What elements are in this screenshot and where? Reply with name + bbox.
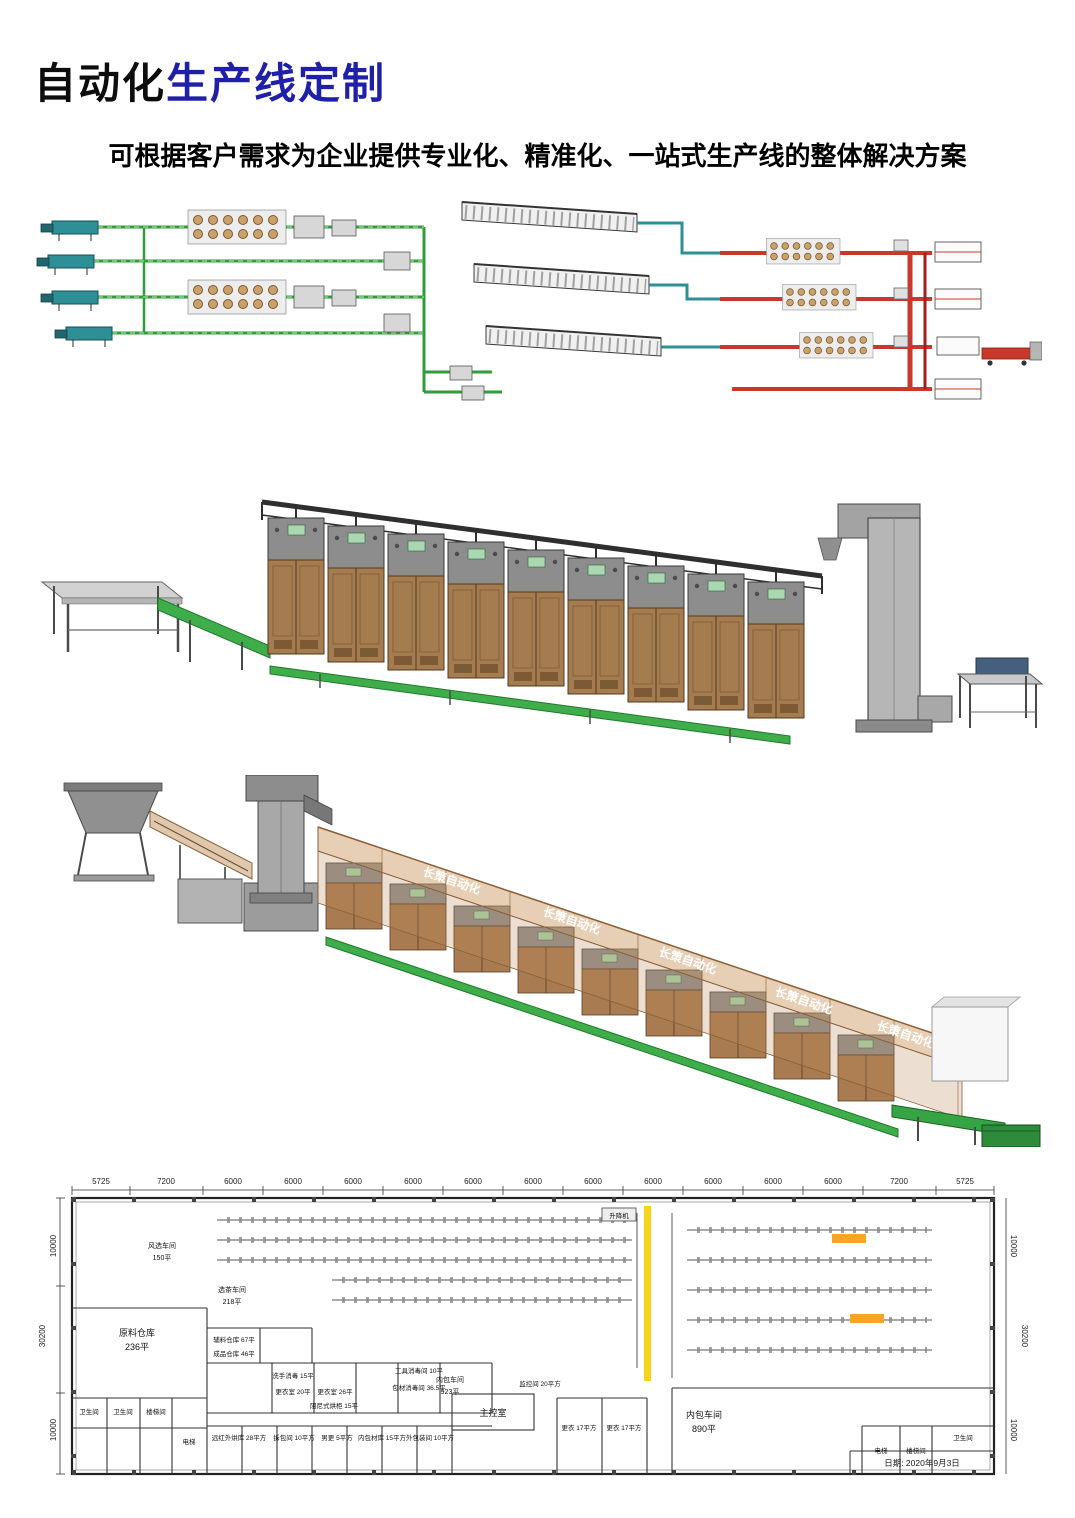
outfeed-conveyor	[981, 341, 1042, 366]
room-label-control: 主控室	[479, 1407, 506, 1418]
room-label-elev-a: 电梯	[183, 1437, 197, 1446]
page-title-black: 自动化	[34, 62, 167, 108]
end-wall	[930, 996, 1022, 1082]
dim-value: 6000	[704, 1177, 722, 1186]
dim-value: 7200	[890, 1177, 908, 1186]
cabinet-line-render	[40, 499, 1044, 745]
mid-machines	[293, 215, 485, 401]
dim-value: 6000	[464, 1177, 482, 1186]
room-labels: 原料仓库 236平 风选车间 150平 选茶车间 218平 辅料仓库 67平 成…	[79, 1211, 973, 1455]
yellow-highlight-bar	[644, 1206, 651, 1381]
dim-value: 6000	[224, 1177, 242, 1186]
dim-value: 5725	[92, 1177, 110, 1186]
tunnel-cover	[317, 826, 963, 1120]
dim-value: 6000	[284, 1177, 302, 1186]
room-label-small5: 外包装间 10平方	[406, 1433, 455, 1442]
room-label-lift: 升降机	[609, 1211, 629, 1220]
room-label-sort-area: 218平	[223, 1298, 242, 1306]
room-label-inner923-area: 923平	[441, 1388, 460, 1396]
room-label-damper: 阻尼式烘柜 15平	[310, 1401, 359, 1410]
room-label-wind-name: 风选车间	[148, 1241, 176, 1250]
room-label-sort-name: 选茶车间	[218, 1285, 246, 1294]
schematic-line-diagram	[36, 201, 1042, 401]
tunnel-front-belt	[325, 936, 899, 1138]
dim-left-bottom: 10000	[49, 1418, 58, 1441]
page-title-blue: 生产线定制	[166, 62, 387, 108]
room-label-small2: 拆包间 10平方	[273, 1433, 315, 1442]
room-label-change17b: 更衣 17平方	[606, 1423, 642, 1432]
lift-symbol	[601, 1207, 637, 1222]
room-label-monitor: 监控间 20平方	[519, 1379, 561, 1388]
tunnel-line-figure: 长策自动化 长策自动化 长策自动化 长策自动化 长策自动化	[30, 775, 1045, 1147]
room-label-finished: 成品仓库 46平	[213, 1349, 255, 1358]
building-outline	[70, 1196, 996, 1476]
packing-machines	[934, 241, 982, 400]
room-label-change20: 更衣室 20平	[275, 1387, 311, 1396]
floorplan-line-equipment	[227, 1217, 927, 1353]
feed-hopper	[63, 782, 163, 882]
green-conveyor-lines	[94, 225, 502, 394]
dim-value: 6000	[524, 1177, 542, 1186]
top-dimension-values: 5725 7200 6000 6000 6000 6000 6000 6000 …	[92, 1177, 974, 1186]
plan-date: 日期: 2020年9月3日	[884, 1458, 960, 1468]
tunnel-elevator	[245, 775, 333, 904]
outfeed-stand	[956, 657, 1044, 728]
room-label-inner923-name: 内包车间	[436, 1375, 464, 1384]
room-label-wc-b: 卫生间	[113, 1407, 133, 1416]
dim-right-bottom: 10000	[1009, 1419, 1018, 1442]
dim-left-top: 10000	[49, 1234, 58, 1257]
room-label-small3: 男更 5平方	[321, 1433, 353, 1442]
room-label-handwash: 洗手消毒 15平	[272, 1371, 314, 1380]
dim-left-mid: 30200	[38, 1324, 47, 1347]
room-label-inner890-area: 890平	[692, 1424, 716, 1434]
dim-value: 6000	[764, 1177, 782, 1186]
dim-right-mid: 30200	[1020, 1325, 1029, 1348]
bucket-elevator	[817, 503, 953, 733]
exit-conveyor	[891, 1104, 1041, 1147]
top-dimension-chain	[71, 1186, 995, 1195]
orange-highlight-b	[850, 1314, 884, 1323]
room-label-stair-a: 楼梯间	[146, 1407, 166, 1416]
room-label-inner890-name: 内包车间	[686, 1409, 722, 1420]
orange-highlight-a	[832, 1234, 866, 1243]
cabinet-line-figure	[30, 490, 1045, 770]
dim-value: 6000	[584, 1177, 602, 1186]
room-label-change17a: 更衣 17平方	[561, 1423, 597, 1432]
room-label-wc-c: 卫生间	[953, 1433, 973, 1442]
room-label-small4: 内包材库 15平方	[358, 1433, 407, 1442]
tunnel-line-render: 长策自动化 长策自动化 长策自动化 长策自动化 长策自动化	[63, 775, 1041, 1147]
floorplan-drawing: 5725 7200 6000 6000 6000 6000 6000 6000 …	[38, 1177, 1029, 1476]
room-label-wind-area: 150平	[153, 1254, 172, 1262]
title-block: 日期: 2020年9月3日	[849, 1450, 994, 1474]
room-label-aux: 辅料仓库 67平	[213, 1335, 255, 1344]
page-subtitle: 可根据客户需求为企业提供专业化、精准化、一站式生产线的整体解决方案	[108, 142, 967, 171]
room-label-tooldis: 工具消毒间 10平	[395, 1366, 444, 1375]
room-label-wc-a: 卫生间	[79, 1407, 99, 1416]
central-racks	[461, 201, 662, 357]
incline-conveyor	[157, 597, 271, 670]
room-label-small1: 远红外烘库 28平方	[212, 1433, 267, 1442]
schematic-line-figure	[32, 196, 1042, 431]
room-label-raw-area: 236平	[125, 1342, 149, 1352]
dim-value: 6000	[644, 1177, 662, 1186]
floorplan-figure: 5725 7200 6000 6000 6000 6000 6000 6000 …	[32, 1168, 1042, 1508]
teal-transfer-lines	[637, 221, 720, 349]
dim-value: 6000	[344, 1177, 362, 1186]
room-label-raw-name: 原料仓库	[119, 1327, 155, 1338]
floorplan-highlights	[644, 1206, 884, 1381]
internal-partitions	[72, 1307, 994, 1474]
front-belt	[269, 665, 791, 745]
room-label-change26: 更衣室 26平	[317, 1387, 353, 1396]
red-conveyor-lines	[720, 251, 932, 391]
room-label-packdis: 包材消毒间 36.5平	[392, 1383, 446, 1392]
dim-value: 6000	[824, 1177, 842, 1186]
page-title: 自动化生产线定制	[34, 50, 386, 111]
dim-value: 5725	[956, 1177, 974, 1186]
infeed-table	[40, 581, 184, 652]
elevator-boxes	[893, 239, 909, 348]
dim-value: 6000	[404, 1177, 422, 1186]
feeder-machines	[36, 220, 113, 348]
dim-right-top: 10000	[1009, 1235, 1018, 1258]
dim-value: 7200	[157, 1177, 175, 1186]
